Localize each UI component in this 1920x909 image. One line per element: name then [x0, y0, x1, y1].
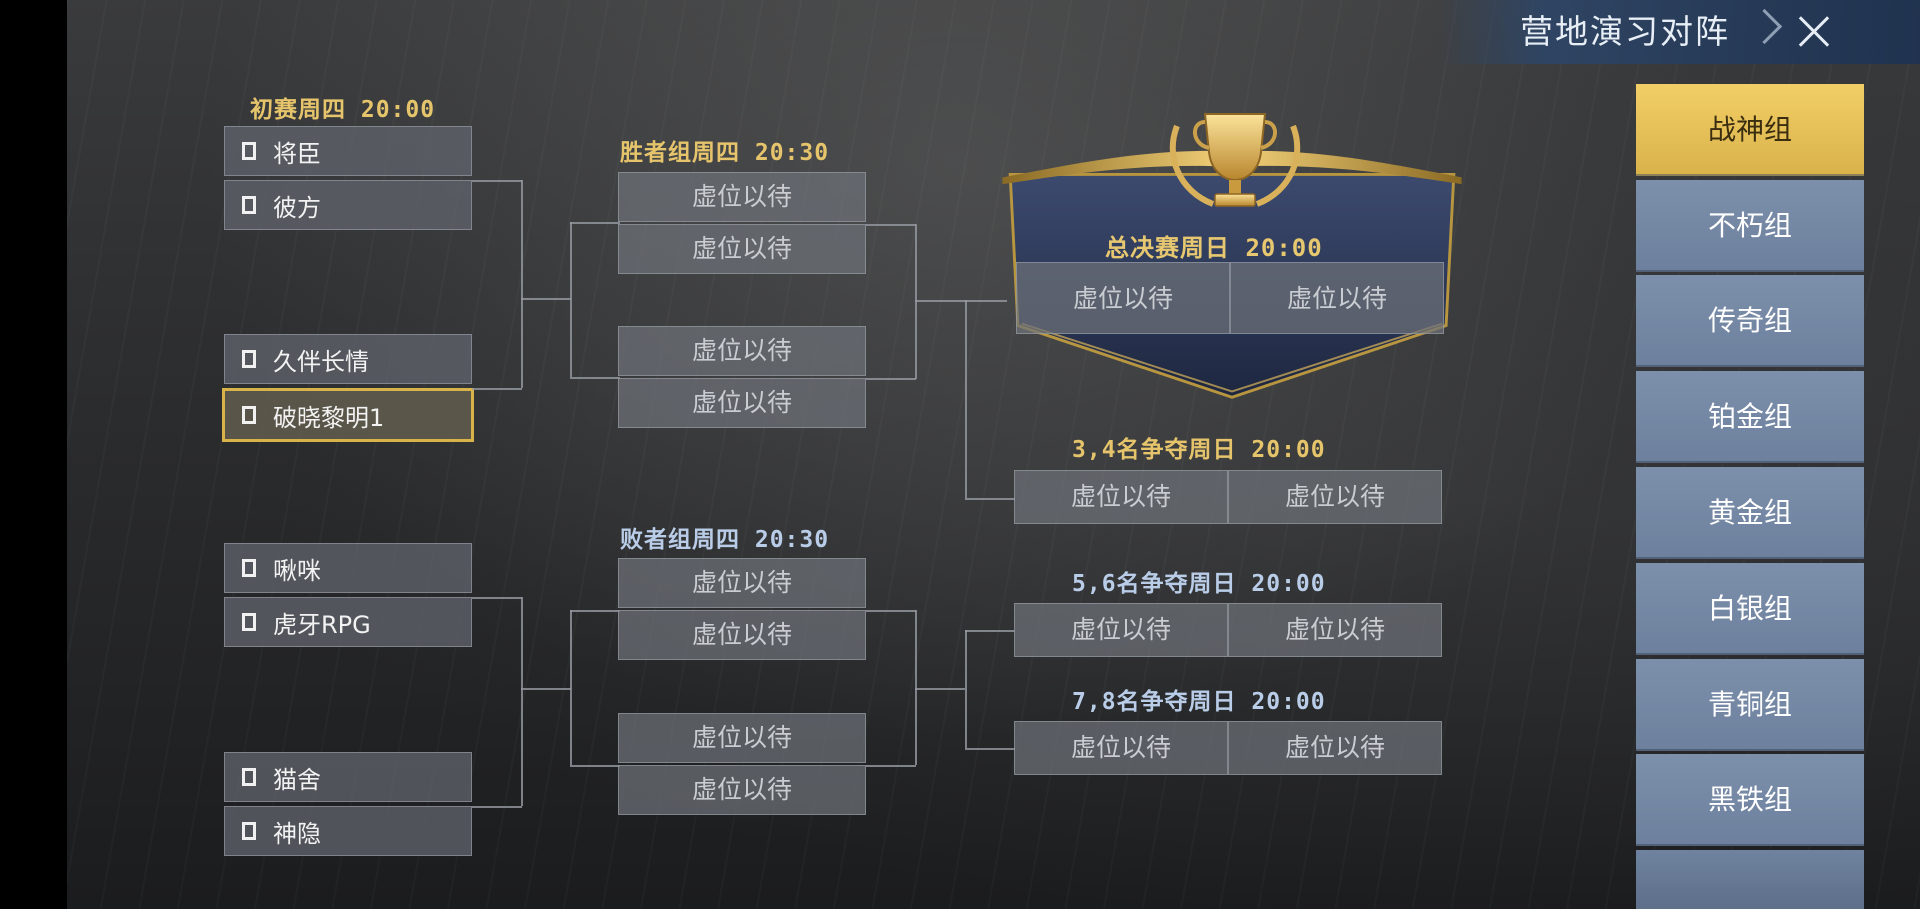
- place78-label: 7,8名争夺周日 20:00: [1072, 689, 1326, 715]
- pending-slot[interactable]: 虚位以待: [1228, 721, 1442, 775]
- losers-label: 败者组周四 20:30: [620, 527, 830, 553]
- team-slot[interactable]: 彼方: [224, 180, 472, 230]
- checkbox-icon: [242, 406, 256, 424]
- pending-slot[interactable]: 虚位以待: [618, 224, 866, 274]
- bracket-line: [472, 806, 522, 808]
- tab-heitie[interactable]: 黑铁组: [1636, 754, 1864, 846]
- checkbox-icon: [242, 350, 256, 368]
- bracket-line: [570, 610, 620, 612]
- tab-bojin[interactable]: 铂金组: [1636, 371, 1864, 463]
- bracket-line: [915, 610, 917, 765]
- tab-buxiu[interactable]: 不朽组: [1636, 180, 1864, 272]
- bracket-line: [915, 688, 965, 690]
- bracket-line: [915, 300, 965, 302]
- bracket-line: [965, 630, 967, 748]
- pending-slot[interactable]: 虚位以待: [1016, 262, 1230, 334]
- bracket-line: [866, 224, 916, 226]
- winners-label: 胜者组周四 20:30: [620, 140, 830, 166]
- tab-zhanshen[interactable]: 战神组: [1636, 84, 1864, 176]
- team-name: 彼方: [273, 193, 321, 222]
- pending-slot[interactable]: 虚位以待: [618, 378, 866, 428]
- bracket-line: [965, 748, 1015, 750]
- final-label: 总决赛周日 20:00: [1105, 234, 1323, 262]
- team-slot[interactable]: 神隐: [224, 806, 472, 856]
- pending-slot[interactable]: 虚位以待: [1014, 721, 1228, 775]
- bracket-line: [472, 597, 522, 599]
- bracket-line: [570, 610, 572, 765]
- bracket-line: [570, 377, 620, 379]
- bracket-line: [570, 222, 620, 224]
- bracket-line: [521, 688, 571, 690]
- page-title: 营地演习对阵: [1520, 12, 1730, 51]
- team-name: 久伴长情: [273, 347, 369, 376]
- place56-label: 5,6名争夺周日 20:00: [1072, 571, 1326, 597]
- bracket-line: [521, 298, 571, 300]
- pending-slot[interactable]: 虚位以待: [1228, 603, 1442, 657]
- team-slot-selected[interactable]: 破晓黎明1: [222, 388, 474, 442]
- tab-chuanqi[interactable]: 传奇组: [1636, 275, 1864, 367]
- trophy-icon: [1169, 113, 1301, 207]
- checkbox-icon: [242, 196, 256, 214]
- bracket-line: [965, 300, 1007, 302]
- pending-slot[interactable]: 虚位以待: [618, 610, 866, 660]
- checkbox-icon: [242, 822, 256, 840]
- tab-list-filler: [1636, 850, 1864, 909]
- pending-slot[interactable]: 虚位以待: [1230, 262, 1444, 334]
- team-slot[interactable]: 虎牙RPG: [224, 597, 472, 647]
- bracket-line: [866, 610, 916, 612]
- team-name: 啾咪: [273, 556, 321, 585]
- header-banner: [1435, 0, 1920, 64]
- checkbox-icon: [242, 142, 256, 160]
- pending-slot[interactable]: 虚位以待: [618, 765, 866, 815]
- pending-slot[interactable]: 虚位以待: [1014, 603, 1228, 657]
- round1-label: 初赛周四 20:00: [250, 97, 436, 123]
- team-name: 破晓黎明1: [273, 403, 385, 432]
- team-name: 猫舍: [273, 765, 321, 794]
- bracket-line: [570, 222, 572, 377]
- bracket-line: [965, 300, 967, 498]
- team-slot[interactable]: 猫舍: [224, 752, 472, 802]
- place34-label: 3,4名争夺周日 20:00: [1072, 437, 1326, 463]
- bracket-line: [472, 180, 522, 182]
- tab-baiyin[interactable]: 白银组: [1636, 563, 1864, 655]
- bracket-line: [965, 498, 1015, 500]
- close-icon[interactable]: [1790, 8, 1838, 56]
- pending-slot[interactable]: 虚位以待: [1228, 470, 1442, 524]
- checkbox-icon: [242, 613, 256, 631]
- checkbox-icon: [242, 559, 256, 577]
- team-slot[interactable]: 啾咪: [224, 543, 472, 593]
- pending-slot[interactable]: 虚位以待: [1014, 470, 1228, 524]
- pending-slot[interactable]: 虚位以待: [618, 326, 866, 376]
- bracket-line: [866, 378, 916, 380]
- tab-huangjin[interactable]: 黄金组: [1636, 467, 1864, 559]
- bracket-line: [866, 765, 916, 767]
- pending-slot[interactable]: 虚位以待: [618, 172, 866, 222]
- bracket-line: [570, 765, 620, 767]
- team-name: 神隐: [273, 819, 321, 848]
- bracket-line: [472, 388, 522, 390]
- pending-slot[interactable]: 虚位以待: [618, 713, 866, 763]
- bracket-line: [521, 597, 523, 806]
- pending-slot[interactable]: 虚位以待: [618, 558, 866, 608]
- group-tabs: 战神组 不朽组 传奇组 铂金组 黄金组 白银组 青铜组 黑铁组: [1636, 84, 1864, 909]
- team-slot[interactable]: 久伴长情: [224, 334, 472, 384]
- tab-qingtong[interactable]: 青铜组: [1636, 659, 1864, 751]
- bracket-line: [965, 630, 1015, 632]
- team-name: 将臣: [273, 139, 321, 168]
- checkbox-icon: [242, 768, 256, 786]
- team-slot[interactable]: 将臣: [224, 126, 472, 176]
- team-name: 虎牙RPG: [273, 610, 371, 639]
- bracket-line: [521, 180, 523, 388]
